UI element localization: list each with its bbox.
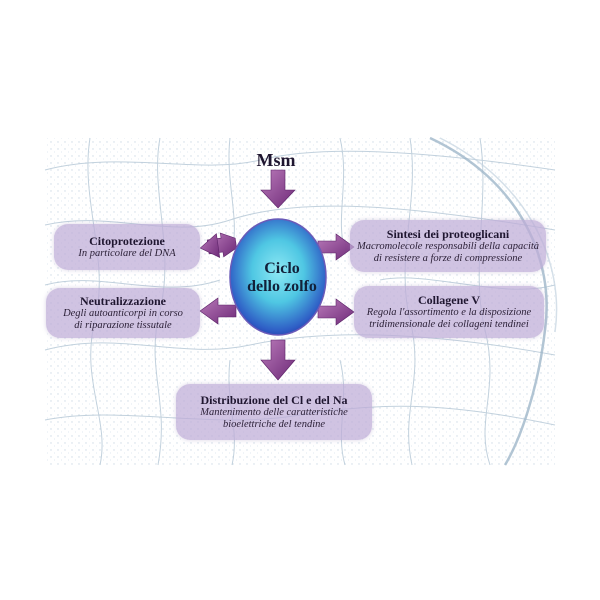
arrow-left-bottom bbox=[199, 297, 237, 325]
box-subtitle-line2: bioelettriche del tendine bbox=[222, 419, 326, 430]
box-subtitle-line1: Mantenimento delle caratteristiche bbox=[200, 406, 348, 418]
center-label: Ciclo dello zolfo bbox=[232, 260, 332, 296]
center-label-line1: Ciclo bbox=[264, 260, 300, 277]
arrow-left-top bbox=[199, 232, 237, 258]
box-title: Neutralizzazione bbox=[80, 293, 166, 308]
box-subtitle-line1: Macromolecole responsabili della capacit… bbox=[356, 240, 540, 252]
box-subtitle-line2: tridimensionale dei collageni tendinei bbox=[369, 319, 529, 330]
arrow-right-bottom bbox=[317, 298, 355, 326]
box-subtitle-line2: di resistere a forze di compressione bbox=[373, 253, 523, 264]
box-title: Collagene V bbox=[417, 292, 481, 307]
box-title: Citoprotezione bbox=[89, 233, 165, 248]
box-title: Distribuzione del Cl e del Na bbox=[200, 392, 348, 407]
box-citoprotezione: Citoprotezione In particolare del DNA bbox=[54, 224, 200, 270]
arrow-msm-down bbox=[260, 169, 296, 209]
msm-label: Msm bbox=[256, 150, 296, 170]
box-subtitle-line2: di riparazione tissutale bbox=[74, 320, 172, 331]
box-subtitle-line1: In particolare del DNA bbox=[78, 247, 176, 259]
arrow-down-bottom bbox=[260, 339, 296, 381]
box-neutralizzazione: Neutralizzazione Degli autoanticorpi in … bbox=[46, 288, 200, 338]
box-collagene-v: Collagene V Regola l'assortimento e la d… bbox=[354, 286, 544, 338]
box-subtitle-line1: Regola l'assortimento e la disposizione bbox=[366, 306, 532, 318]
box-distribuzione-cl-na: Distribuzione del Cl e del Na Mantenimen… bbox=[176, 384, 372, 440]
box-subtitle-line1: Degli autoanticorpi in corso bbox=[63, 307, 183, 319]
sulfur-cycle-ellipse bbox=[229, 218, 327, 336]
box-sintesi-proteoglicani: Sintesi dei proteoglicani Macromolecole … bbox=[350, 220, 546, 272]
center-label-line2: dello zolfo bbox=[247, 278, 317, 295]
box-title: Sintesi dei proteoglicani bbox=[386, 226, 510, 241]
